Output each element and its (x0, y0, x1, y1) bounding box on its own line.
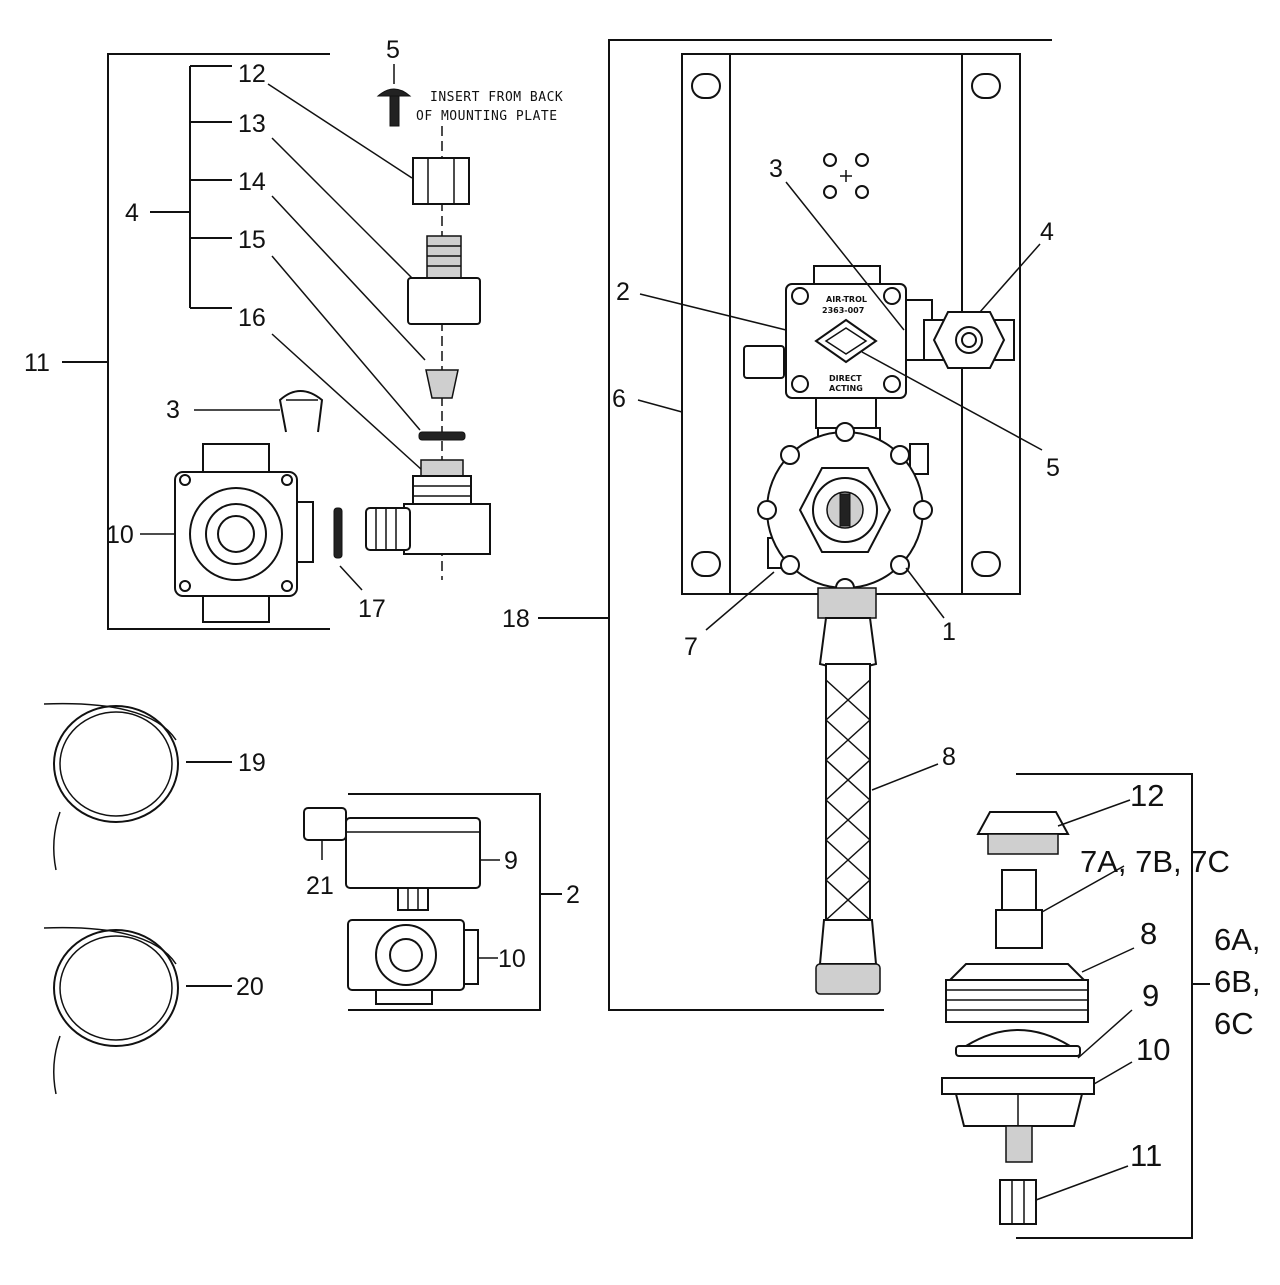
plate-acting: ACTING (829, 384, 863, 393)
assembly-18: 18 6 (502, 39, 1060, 1011)
label-18: 18 (502, 605, 530, 633)
label-15: 15 (238, 226, 266, 254)
label-9-small: 9 (504, 847, 518, 875)
cap-12 (976, 811, 1070, 855)
o-ring-15 (418, 431, 466, 441)
plate-direct: DIRECT (829, 374, 862, 383)
label-6: 6 (612, 385, 626, 413)
valve-body-10-detail (347, 919, 479, 1005)
assembly-6abc: 6A, 6B, 6C 12 7A, 7B, 7C 8 (941, 773, 1261, 1239)
wire-coil-20: 20 (43, 926, 264, 1095)
label-21: 21 (306, 872, 334, 900)
air-trol-control-2: AIR-TROL 2363-007 DIRECT ACTING (743, 265, 933, 429)
label-5-top: 5 (386, 36, 400, 64)
label-13: 13 (238, 110, 266, 138)
bracket-6abc (1016, 773, 1193, 1239)
note-line-1: INSERT FROM BACK (430, 90, 563, 105)
label-6a: 6A, (1214, 922, 1261, 957)
label-7: 7 (684, 633, 698, 661)
label-8-br: 8 (1140, 916, 1157, 951)
nut-11 (999, 1179, 1037, 1225)
label-2-small: 2 (566, 881, 580, 909)
label-10-small: 10 (498, 945, 526, 973)
label-8-hose: 8 (942, 743, 956, 771)
label-7abc: 7A, 7B, 7C (1080, 844, 1230, 879)
label-14: 14 (238, 168, 266, 196)
bracket-11 (107, 53, 330, 630)
o-ring-17 (333, 507, 343, 559)
screw-5 (376, 88, 412, 127)
fitting-13 (407, 235, 481, 325)
valve-body-10 (174, 443, 314, 623)
label-17: 17 (358, 595, 386, 623)
nut-4 (923, 311, 1015, 369)
label-10-br: 10 (1136, 1032, 1170, 1067)
label-6b: 6B, (1214, 964, 1261, 999)
plate-model: 2363-007 (822, 306, 864, 315)
label-1: 1 (942, 618, 956, 646)
label-12-br: 12 (1130, 778, 1164, 813)
label-4-right: 4 (1040, 218, 1054, 246)
label-3-left: 3 (166, 396, 180, 424)
label-5-right: 5 (1046, 454, 1060, 482)
assembly-11: 11 4 12 13 14 15 16 5 INSERT FROM BACK O… (24, 36, 563, 630)
label-2-right: 2 (616, 278, 630, 306)
label-3-right: 3 (769, 155, 783, 183)
assembly-2-detail: 2 9 21 10 (303, 793, 580, 1011)
spring-7abc (995, 869, 1043, 949)
label-10-left: 10 (106, 521, 134, 549)
label-9-br: 9 (1142, 978, 1159, 1013)
label-4-left: 4 (125, 199, 139, 227)
valve-handle-1 (757, 422, 933, 598)
plate-brand: AIR-TROL (826, 295, 867, 304)
ferrule-14 (425, 369, 459, 399)
label-20: 20 (236, 973, 264, 1001)
bracket-18 (608, 39, 1052, 1011)
hose-8 (815, 587, 881, 995)
label-19: 19 (238, 749, 266, 777)
label-12: 12 (238, 60, 266, 88)
elbow-fitting-16 (365, 459, 491, 555)
label-6c: 6C (1214, 1006, 1254, 1041)
label-11-br: 11 (1130, 1138, 1162, 1173)
wire-coil-19: 19 (43, 702, 266, 871)
bonnet-8 (945, 963, 1089, 1023)
diaphragm-9 (955, 1029, 1081, 1057)
body-10 (941, 1077, 1095, 1163)
control-head-9 (303, 807, 481, 911)
note-line-2: OF MOUNTING PLATE (416, 109, 558, 124)
bracket-2 (348, 793, 541, 1011)
label-16: 16 (238, 304, 266, 332)
label-11-left: 11 (24, 349, 50, 377)
clip-3 (278, 390, 324, 433)
nut-12 (412, 157, 470, 205)
